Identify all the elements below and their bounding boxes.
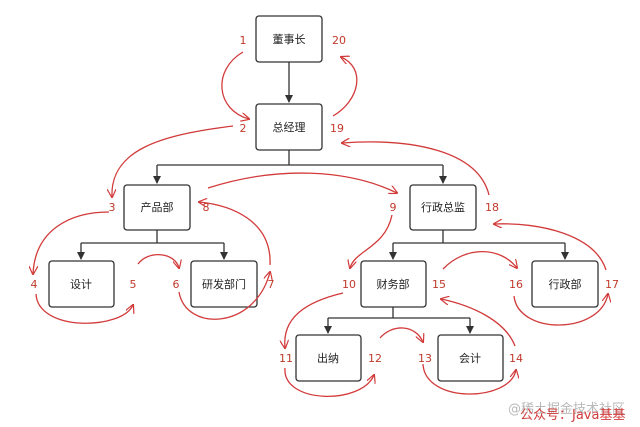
traversal-arrow-6-7 bbox=[178, 272, 270, 320]
step-number-11: 11 bbox=[279, 352, 293, 365]
step-number-3: 3 bbox=[109, 201, 116, 214]
node-design: 设计 bbox=[70, 278, 92, 291]
step-number-13: 13 bbox=[418, 352, 432, 365]
traversal-arrow-18-19 bbox=[342, 142, 490, 196]
traversal-arrow-8-9 bbox=[207, 172, 397, 193]
step-number-14: 14 bbox=[509, 352, 523, 365]
node-accounting: 会计 bbox=[459, 352, 481, 365]
node-admin-director-box bbox=[409, 184, 477, 231]
step-number-7: 7 bbox=[268, 278, 275, 291]
traversal-arrow-5-6 bbox=[137, 254, 179, 268]
traversal-arrow-2-3 bbox=[112, 125, 234, 197]
traversal-arrow-7-8 bbox=[199, 202, 271, 266]
node-admin-dept-box bbox=[531, 260, 599, 308]
traversal-arrow-10-11 bbox=[285, 292, 344, 348]
node-chairman-box bbox=[255, 15, 323, 63]
traversal-arrow-1-2 bbox=[221, 51, 249, 119]
step-number-8: 8 bbox=[203, 201, 210, 214]
step-number-6: 6 bbox=[173, 278, 180, 291]
step-number-12: 12 bbox=[368, 352, 382, 365]
edge-product-split bbox=[81, 230, 224, 244]
traversal-arrow-19-20 bbox=[332, 57, 358, 117]
node-cashier: 出纳 bbox=[317, 351, 339, 365]
step-number-17: 17 bbox=[605, 278, 619, 291]
traversal-arrow-14-15 bbox=[441, 299, 516, 347]
traversal-arrow-3-4 bbox=[33, 211, 110, 274]
step-number-1: 1 bbox=[240, 34, 247, 47]
step-number-18: 18 bbox=[485, 201, 499, 214]
node-product: 产品部 bbox=[141, 200, 174, 214]
node-rnd: 研发部门 bbox=[202, 277, 246, 291]
step-number-19: 19 bbox=[330, 122, 344, 135]
edge-finance-split bbox=[328, 307, 470, 319]
traversal-arrow-12-13 bbox=[379, 327, 423, 342]
edge-admin-director-split bbox=[393, 230, 565, 244]
traversal-arrow-4-5 bbox=[35, 293, 133, 324]
traversal-arrow-11-12 bbox=[284, 367, 374, 397]
traversal-arrow-15-16 bbox=[442, 250, 517, 269]
watermark-juejin: @稀土掘金技术社区 bbox=[508, 402, 626, 417]
step-number-16: 16 bbox=[509, 278, 523, 291]
node-rnd-box bbox=[190, 260, 258, 308]
traversal-arrow-17-18 bbox=[494, 224, 607, 271]
node-gm-box bbox=[255, 103, 323, 151]
traversal-arrow-9-10 bbox=[350, 214, 393, 268]
node-admin-director: 行政总监 bbox=[421, 200, 465, 214]
traversal-arrow-16-17 bbox=[513, 294, 608, 326]
node-admin-dept: 行政部 bbox=[549, 277, 582, 291]
node-gm: 总经理 bbox=[273, 120, 306, 134]
node-accounting-box bbox=[437, 334, 504, 382]
step-number-9: 9 bbox=[390, 201, 397, 214]
step-number-15: 15 bbox=[432, 278, 446, 291]
node-product-box bbox=[123, 184, 191, 231]
step-number-5: 5 bbox=[130, 278, 137, 291]
node-finance-box bbox=[360, 260, 427, 308]
step-number-20: 20 bbox=[332, 34, 346, 47]
node-cashier-box bbox=[295, 334, 362, 382]
node-design-box bbox=[48, 260, 115, 308]
step-number-4: 4 bbox=[31, 278, 38, 291]
node-finance: 财务部 bbox=[377, 277, 410, 291]
step-number-10: 10 bbox=[342, 278, 356, 291]
edge-gm-split bbox=[157, 150, 443, 166]
node-chairman: 董事长 bbox=[273, 33, 306, 46]
step-number-2: 2 bbox=[240, 122, 247, 135]
traversal-arrow-13-14 bbox=[422, 363, 516, 395]
watermark-wechat: 公众号：Java基基 bbox=[520, 408, 626, 423]
